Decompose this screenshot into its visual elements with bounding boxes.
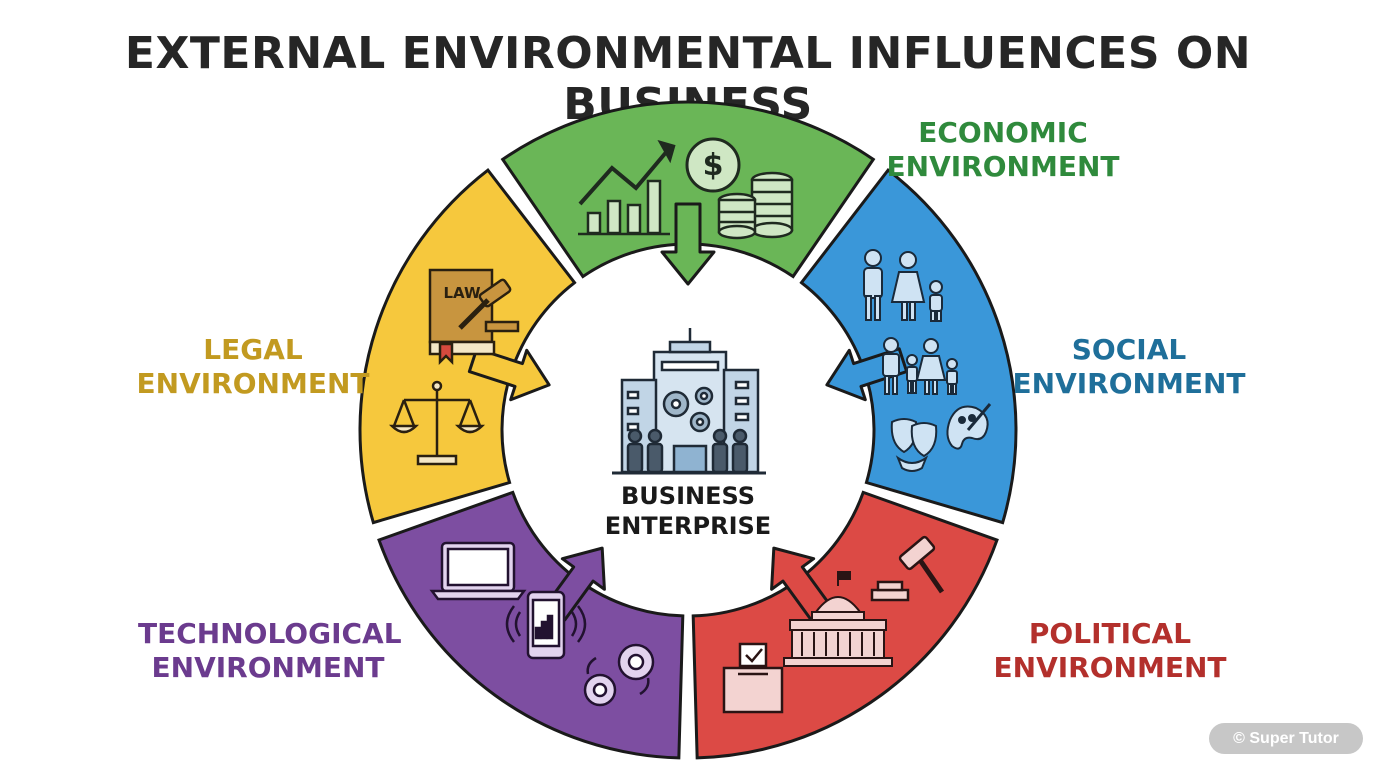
label-political-line2: ENVIRONMENT (993, 651, 1227, 684)
label-economic: ECONOMIC ENVIRONMENT (878, 116, 1128, 184)
label-social: SOCIAL ENVIRONMENT (1004, 333, 1254, 401)
label-legal: LEGAL ENVIRONMENT (128, 333, 378, 401)
ballot-box-icon (722, 642, 784, 714)
laptop-icon (429, 541, 527, 601)
theater-masks-icon (890, 418, 938, 472)
gears-icon (583, 643, 655, 707)
chart-growth-icon (578, 139, 676, 236)
label-legal-line2: ENVIRONMENT (136, 367, 370, 400)
gavel-icon (870, 535, 945, 602)
label-political: POLITICAL ENVIRONMENT (985, 617, 1235, 685)
family-icon (863, 249, 943, 322)
smartphone-signal-icon (505, 590, 587, 660)
community-icon (882, 337, 958, 395)
center-label-line2: ENTERPRISE (604, 512, 772, 540)
art-palette-icon (946, 403, 992, 450)
arrow-economic (660, 202, 716, 286)
capitol-building-icon (783, 571, 893, 667)
dollar-coin-icon: $ (685, 137, 741, 193)
label-economic-line1: ECONOMIC (918, 116, 1088, 149)
label-technological-line1: TECHNOLOGICAL (138, 617, 402, 650)
label-technological: TECHNOLOGICAL ENVIRONMENT (138, 617, 402, 685)
arrow-political (770, 546, 833, 622)
law-book-icon: LAW (428, 268, 520, 366)
business-building-icon (612, 328, 766, 475)
coin-stack-icon (717, 171, 794, 240)
arrow-legal (467, 347, 551, 402)
label-legal-line1: LEGAL (203, 333, 303, 366)
center-label: BUSINESS ENTERPRISE (588, 481, 788, 541)
law-book-label: LAW (443, 284, 480, 302)
justice-scales-icon (388, 380, 486, 466)
label-technological-line2: ENVIRONMENT (151, 651, 385, 684)
label-social-line2: ENVIRONMENT (1012, 367, 1246, 400)
label-economic-line2: ENVIRONMENT (886, 150, 1120, 183)
center-label-line1: BUSINESS (621, 482, 755, 510)
label-social-line1: SOCIAL (1071, 333, 1187, 366)
label-political-line1: POLITICAL (1028, 617, 1192, 650)
watermark-badge: © Super Tutor (1209, 723, 1363, 754)
svg-text:$: $ (703, 148, 724, 183)
